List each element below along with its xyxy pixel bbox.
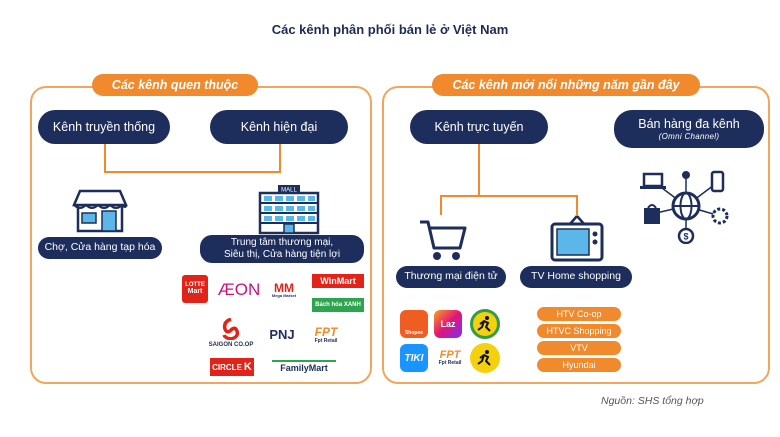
mall-label-line2: Siêu thị, Cửa hàng tiện lợi: [223, 249, 341, 260]
connector: [478, 144, 480, 196]
tv-shopping-label: TV Home shopping: [520, 266, 632, 288]
tv-channel-tag: VTV: [537, 341, 621, 355]
fpt-online-retail-text: Fpt Retail: [438, 360, 462, 367]
omni-channel-network-icon: $: [640, 170, 729, 244]
pnj-logo: PNJ: [269, 326, 295, 342]
aeon-logo: ÆON: [217, 280, 261, 299]
delivery-runner-icon: [470, 343, 500, 373]
connector: [104, 144, 106, 172]
mall-label: Trung tâm thương mại, Siêu thị, Cửa hàng…: [200, 235, 364, 263]
connector: [440, 195, 442, 215]
connector: [279, 144, 281, 173]
tv-channel-tag: HTV Co-op: [537, 307, 621, 321]
fpt-retail-online-logo: FPT Fpt Retail: [434, 343, 466, 373]
omni-channel-sub: (Omni Channel): [658, 131, 720, 141]
lotte-text: LOTTE: [185, 281, 205, 288]
lazada-logo: Laz: [434, 310, 462, 338]
bachhoaxanh-logo: Bách hóa XANH: [312, 298, 364, 312]
shopping-cart-icon: [420, 220, 467, 260]
saigon-coop-icon: [222, 318, 240, 340]
tiki-logo: TIKI: [400, 344, 428, 372]
connector: [576, 195, 578, 215]
fpt-text: FPT: [314, 324, 338, 339]
shopee-logo: Shopee: [400, 310, 428, 338]
connector: [440, 195, 578, 197]
mall-sign-text: MALL: [281, 188, 297, 194]
runner-icon: [477, 316, 491, 332]
mega-market-text: Mega Market: [271, 293, 297, 298]
source-note: Nguồn: SHS tổng hợp: [601, 395, 704, 407]
market-label-text: Chợ, Cửa hàng tạp hóa: [44, 241, 156, 254]
mall-label-line1: Trung tâm thương mại,: [230, 236, 334, 248]
online-channel-pill: Kênh trực tuyến: [410, 110, 548, 144]
fpt-online-text: FPT: [439, 349, 461, 362]
circle-text: CIRCLE: [212, 362, 242, 372]
mm-text: MM: [274, 281, 294, 295]
runner-icon: [477, 350, 491, 366]
k-text: K: [243, 361, 252, 373]
page-title: Các kênh phân phối bán lẻ ở Việt Nam: [271, 22, 509, 37]
lotte-mart-logo: LOTTE Mart: [182, 275, 208, 303]
mm-mega-market-logo: MM Mega Market: [268, 278, 300, 302]
fpt-retail-text: Fpt Retail: [314, 337, 338, 344]
omni-channel-pill: Bán hàng đa kênh (Omni Channel): [614, 110, 764, 148]
winmart-logo: WinMart: [312, 274, 364, 288]
saigon-coop-logo: SAIGON CO.OP: [208, 342, 254, 348]
market-label: Chợ, Cửa hàng tạp hóa: [38, 237, 162, 259]
familiar-channels-tab: Các kênh quen thuộc: [92, 74, 258, 96]
emerging-channels-tab: Các kênh mới nổi những năm gần đây: [432, 74, 700, 96]
lotte-mart-text: Mart: [187, 288, 203, 296]
circle-k-logo: CIRCLE K: [210, 358, 254, 376]
mall-icon: MALL: [258, 185, 320, 235]
traditional-channel-pill: Kênh truyền thống: [38, 110, 170, 144]
store-icon: [72, 189, 128, 233]
connector: [104, 171, 280, 173]
familymart-logo: FamilyMart: [272, 360, 336, 374]
tv-channel-tag: Hyundai: [537, 358, 621, 372]
modern-channel-pill: Kênh hiện đại: [210, 110, 348, 144]
tv-icon: [550, 215, 604, 262]
ecommerce-label: Thương mại điện tử: [396, 266, 506, 288]
svg-text:$: $: [683, 232, 688, 242]
fpt-retail-logo: FPT Fpt Retail: [306, 322, 346, 348]
omni-channel-label: Bán hàng đa kênh: [638, 116, 740, 131]
grab-delivery-icon: [470, 309, 500, 339]
tv-channel-tag: HTVC Shopping: [537, 324, 621, 338]
